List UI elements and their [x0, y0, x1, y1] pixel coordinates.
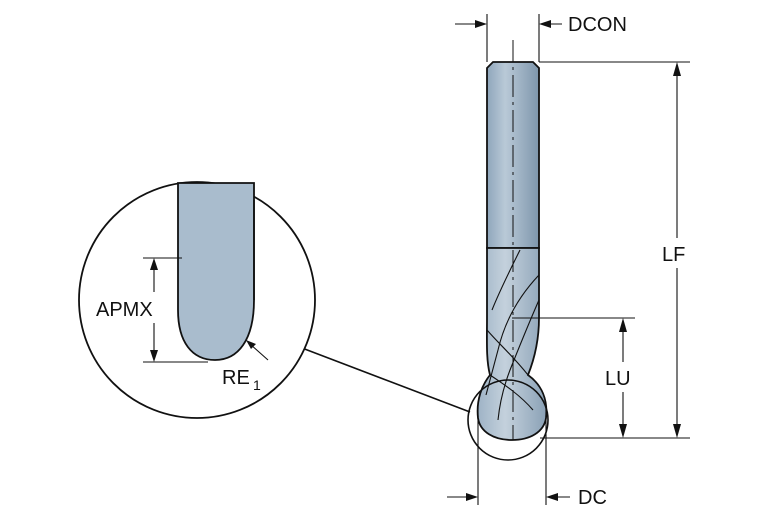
dc-label: DC — [578, 487, 607, 509]
detail-marker-circle — [467, 379, 549, 461]
lu-dimension: LU — [512, 317, 635, 438]
lu-label: LU — [605, 368, 631, 390]
flute-line-5 — [489, 374, 534, 411]
flute-line-1 — [485, 274, 540, 396]
dc-dimension: DC — [447, 410, 607, 509]
dcon-label: DCON — [568, 14, 627, 36]
flute-line-2 — [491, 249, 521, 311]
lf-dimension: LF — [539, 61, 690, 439]
detail-ball-profile — [177, 182, 255, 361]
flute-line-3 — [497, 299, 540, 421]
lf-label: LF — [662, 244, 685, 266]
detail-view: APMX RE 1 — [78, 181, 316, 419]
re-subscript: 1 — [253, 377, 261, 393]
apmx-label: APMX — [96, 299, 153, 321]
flute-line-4 — [486, 329, 529, 376]
detail-leader-line — [301, 347, 471, 413]
dcon-dimension: DCON — [455, 14, 627, 62]
re-label: RE — [222, 367, 250, 389]
end-mill-tool — [476, 40, 548, 441]
tool-cutting-head — [476, 247, 548, 441]
